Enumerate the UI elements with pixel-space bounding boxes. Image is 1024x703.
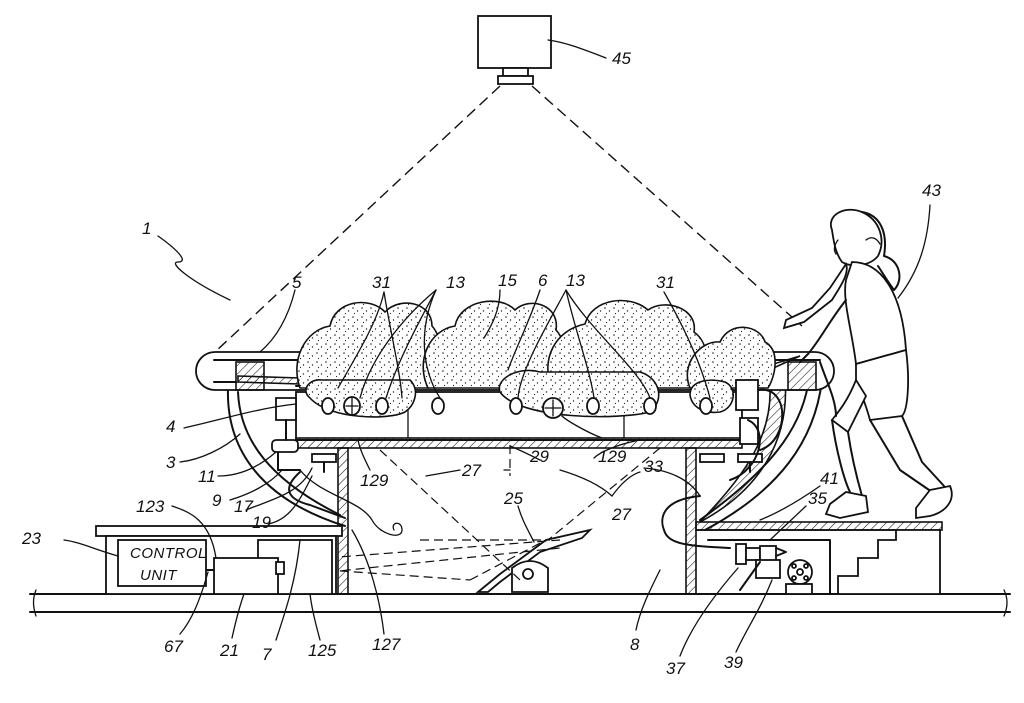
ref-13b: 13	[566, 271, 585, 290]
pipes-left	[271, 397, 403, 536]
control-unit-line1: CONTROL	[130, 545, 207, 562]
ref-19: 19	[252, 513, 271, 532]
ref-25: 25	[503, 489, 523, 508]
leader-lines	[63, 39, 931, 657]
ref-27b: 27	[611, 505, 631, 524]
ref-45: 45	[612, 49, 631, 68]
ref-23: 23	[21, 529, 41, 548]
ref-13a: 13	[446, 273, 465, 292]
support-columns	[337, 447, 697, 595]
ref-6: 6	[538, 271, 548, 290]
ref-5: 5	[292, 273, 302, 292]
nozzles	[321, 396, 713, 419]
ref-31b: 31	[656, 273, 675, 292]
ref-41: 41	[820, 469, 839, 488]
right-platform	[695, 521, 943, 595]
ref-129b: 129	[598, 447, 627, 466]
child-figure	[782, 208, 953, 520]
ref-21: 21	[219, 641, 239, 660]
ref-127: 127	[372, 635, 401, 654]
ref-129a: 129	[360, 471, 389, 490]
ref-39: 39	[724, 653, 743, 672]
ref-4: 4	[166, 417, 175, 436]
reference-numerals: 45 43 1 5 31 13 15 6 13 31 4 3 11 9 17 1…	[21, 49, 941, 678]
ref-33: 33	[644, 457, 663, 476]
tilting-plate	[475, 528, 593, 593]
ref-43: 43	[922, 181, 941, 200]
mist-clouds	[296, 299, 776, 418]
projector	[477, 15, 552, 85]
ref-9: 9	[212, 491, 222, 510]
reflection-beams	[269, 445, 661, 581]
ref-7: 7	[262, 645, 272, 664]
ref-3: 3	[166, 453, 176, 472]
ref-35: 35	[808, 489, 827, 508]
hose	[661, 495, 731, 549]
light-31a	[343, 396, 361, 416]
ref-15: 15	[498, 271, 517, 290]
pipes-right	[699, 379, 784, 481]
ref-123: 123	[136, 497, 165, 516]
ref-29: 29	[529, 447, 549, 466]
light-31b	[542, 397, 564, 419]
ref-8: 8	[630, 635, 640, 654]
ref-1: 1	[142, 219, 151, 238]
projection-beams	[214, 85, 803, 353]
control-unit: CONTROL UNIT	[117, 539, 207, 587]
control-unit-line2: UNIT	[140, 567, 178, 584]
ref-37: 37	[666, 659, 685, 678]
ref-11: 11	[198, 467, 216, 486]
ref-17: 17	[234, 497, 253, 516]
ref-125: 125	[308, 641, 337, 660]
ref-31a: 31	[372, 273, 391, 292]
ref-27a: 27	[461, 461, 481, 480]
ref-67: 67	[164, 637, 183, 656]
